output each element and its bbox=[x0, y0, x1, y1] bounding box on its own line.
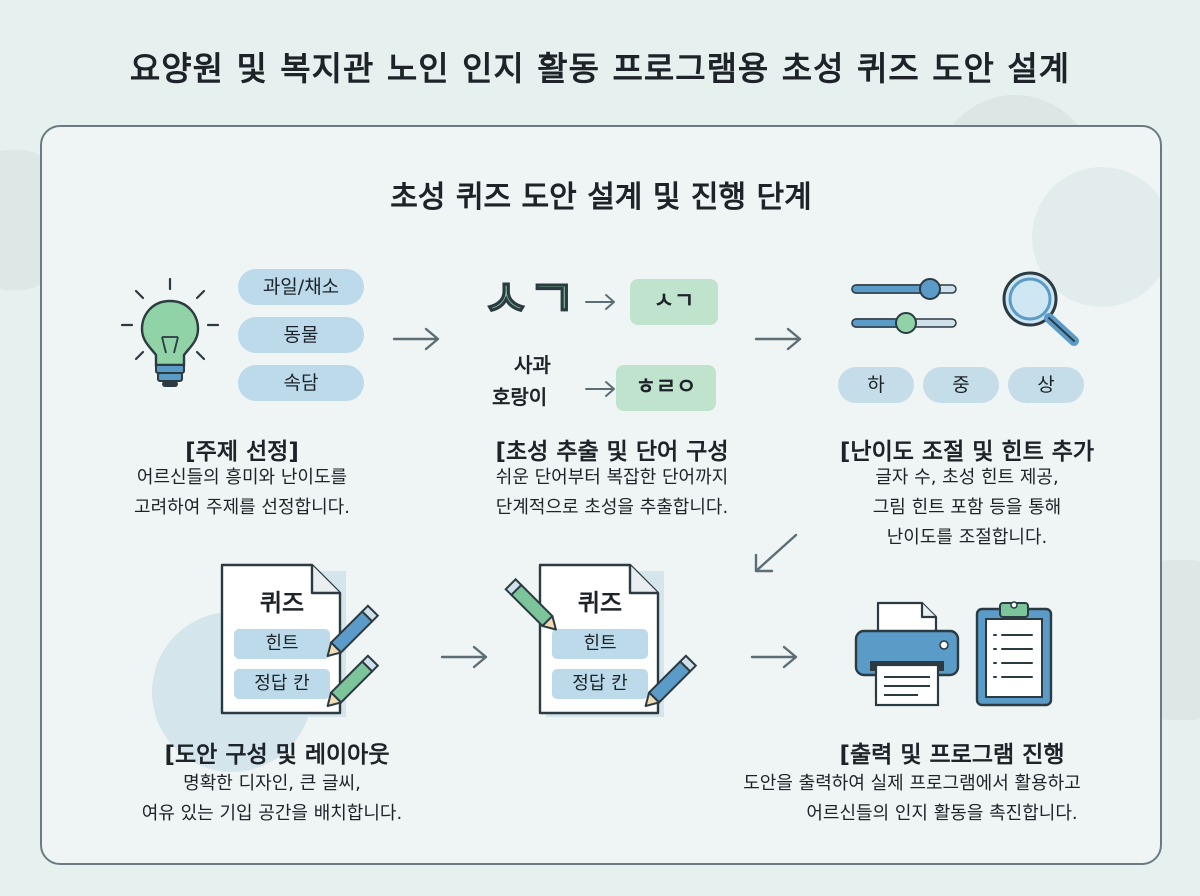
quiz-doc-heading: 퀴즈 bbox=[259, 589, 305, 617]
step4-title: [도안 구성 및 레이아웃 bbox=[164, 742, 390, 768]
step3-desc-line1: 글자 수, 초성 힌트 제공, bbox=[875, 467, 1059, 488]
quiz-doc-hint: 힌트 bbox=[552, 629, 648, 659]
page-title: 요양원 및 복지관 노인 인지 활동 프로그램용 초성 퀴즈 도안 설계 bbox=[129, 49, 1071, 88]
process-panel: 초성 퀴즈 도안 설계 및 진행 단계 과일/채소 동물 속담 [주제 선정] … bbox=[40, 125, 1162, 865]
step2-desc-line2: 단계적으로 초성을 추출합니다. bbox=[495, 497, 729, 518]
step1-desc-line1: 어르신들의 흥미와 난이도를 bbox=[136, 467, 348, 488]
quiz-doc-answer: 정답 칸 bbox=[552, 669, 648, 699]
step2-title: [초성 추출 및 단어 구성 bbox=[495, 439, 729, 465]
step3-desc-line2: 그림 힌트 포함 등을 통해 bbox=[872, 497, 1062, 518]
level-low: 하 bbox=[838, 367, 914, 403]
quiz-doc-hint: 힌트 bbox=[234, 629, 330, 659]
chosung-tag-tiger: ㅎㄹㅇ bbox=[616, 365, 716, 411]
word-apple: 사과 bbox=[514, 353, 551, 377]
clipboard-icon bbox=[975, 601, 1053, 707]
step4-desc-line2: 여유 있는 기입 공간을 배치합니다. bbox=[141, 803, 403, 824]
arrow-icon bbox=[392, 327, 440, 351]
step1-title: [주제 선정] bbox=[185, 439, 299, 465]
level-high: 상 bbox=[1008, 367, 1084, 403]
arrow-icon bbox=[585, 381, 615, 397]
step4-desc-line1: 명확한 디자인, 큰 글씨, bbox=[183, 773, 361, 794]
pencil-icon bbox=[644, 654, 698, 707]
step3-desc-line3: 난이도를 조절합니다. bbox=[886, 527, 1048, 548]
magnifier-icon bbox=[1002, 271, 1079, 346]
chosung-tag-apple: ㅅㄱ bbox=[630, 279, 718, 325]
pencil-icon bbox=[326, 604, 380, 657]
arrow-icon bbox=[750, 645, 798, 669]
step6-desc-line2: 어르신들의 인지 활동을 촉진합니다. bbox=[806, 803, 1078, 824]
arrow-icon bbox=[585, 294, 615, 310]
pencil-icon bbox=[504, 577, 557, 631]
panel-decoration bbox=[1032, 167, 1160, 307]
step6-title: [출력 및 프로그램 진행 bbox=[839, 742, 1065, 768]
word-tiger: 호랑이 bbox=[492, 385, 548, 409]
arrow-icon bbox=[754, 533, 798, 573]
step2-desc-line1: 쉬운 단어부터 복잡한 단어까지 bbox=[495, 467, 729, 488]
level-mid: 중 bbox=[923, 367, 999, 403]
slider-icon bbox=[851, 278, 957, 334]
topic-pill-proverb: 속담 bbox=[238, 365, 364, 401]
step3-title: [난이도 조절 및 힌트 추가 bbox=[839, 439, 1095, 465]
topic-pill-animal: 동물 bbox=[238, 317, 364, 353]
pencil-icon bbox=[326, 654, 380, 707]
big-chosung-glyph: ㅅㄱ bbox=[481, 269, 576, 331]
printer-icon bbox=[854, 601, 960, 707]
step6-desc-line1: 도안을 출력하여 실제 프로그램에서 활용하고 bbox=[743, 773, 1081, 794]
arrow-icon bbox=[440, 645, 488, 669]
arrow-icon bbox=[754, 327, 802, 351]
quiz-doc-answer: 정답 칸 bbox=[234, 669, 330, 699]
lightbulb-icon bbox=[120, 277, 220, 387]
step1-desc-line2: 고려하여 주제를 선정합니다. bbox=[134, 497, 350, 518]
quiz-doc-heading: 퀴즈 bbox=[577, 589, 623, 617]
topic-pill-fruit: 과일/채소 bbox=[238, 269, 364, 305]
panel-title: 초성 퀴즈 도안 설계 및 진행 단계 bbox=[390, 180, 812, 215]
